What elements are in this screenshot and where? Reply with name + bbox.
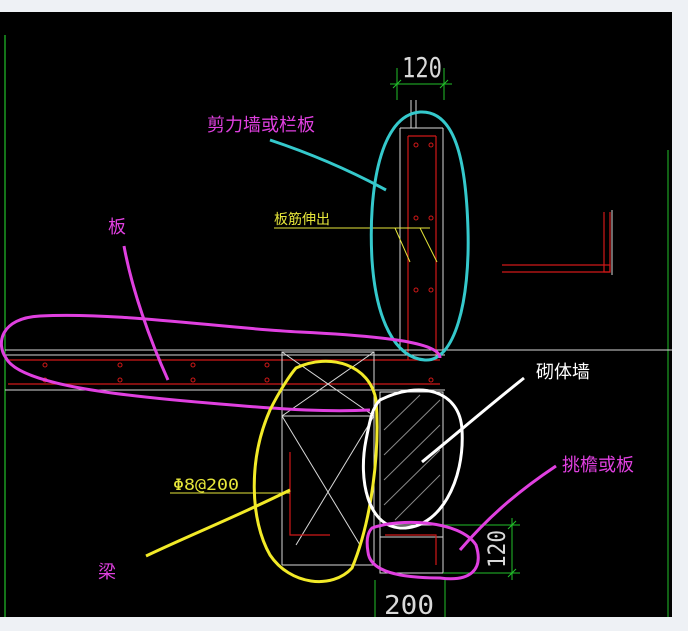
eave-rebar: [385, 534, 437, 565]
slab-annotation: 板: [108, 217, 126, 238]
stirrup-spec-label: Φ8@200: [173, 475, 239, 494]
masonry-wall-annotation: 砌体墙: [536, 362, 590, 383]
beam-rebar: [289, 452, 330, 536]
shear-wall-highlight: [369, 110, 470, 362]
masonry-wall-highlight: [361, 388, 464, 530]
shear-wall-pointer: [269, 138, 387, 192]
right-detail: [502, 212, 611, 273]
eave-pointer: [458, 464, 557, 551]
beam-highlight: [252, 359, 379, 583]
bottom-dimension: [374, 580, 446, 617]
beam-pointer: [145, 488, 291, 558]
masonry-wall-outline: [379, 391, 444, 538]
cad-drawing-svg: 120: [0, 35, 672, 617]
rebar-extend-label: 板筋伸出: [274, 211, 330, 228]
eave-annotation: 挑檐或板: [562, 455, 634, 476]
side-dimension-text: 120: [483, 530, 511, 568]
wall-rebar: [407, 135, 437, 360]
bottom-dimension-text: 200: [384, 591, 434, 617]
top-dimension-text: 120: [402, 51, 442, 84]
slab-pointer: [122, 245, 170, 381]
slab-highlight: [0, 313, 442, 413]
shear-wall-annotation: 剪力墙或栏板: [207, 115, 315, 136]
wall-rebar-dots: [413, 142, 434, 383]
masonry-wall-pointer: [421, 376, 525, 464]
eave-highlight: [365, 520, 480, 581]
slab-rebar-dots: [42, 362, 270, 383]
masonry-hatch: [383, 394, 441, 521]
beam-annotation: 梁: [98, 562, 116, 583]
rebar-extend-leader: [274, 227, 438, 263]
cad-drawing-canvas: 120: [0, 12, 672, 617]
top-dimension: [390, 68, 452, 100]
beam-outline: [281, 351, 375, 566]
slab-rebar: [8, 359, 440, 385]
eave-outline: [379, 524, 444, 574]
